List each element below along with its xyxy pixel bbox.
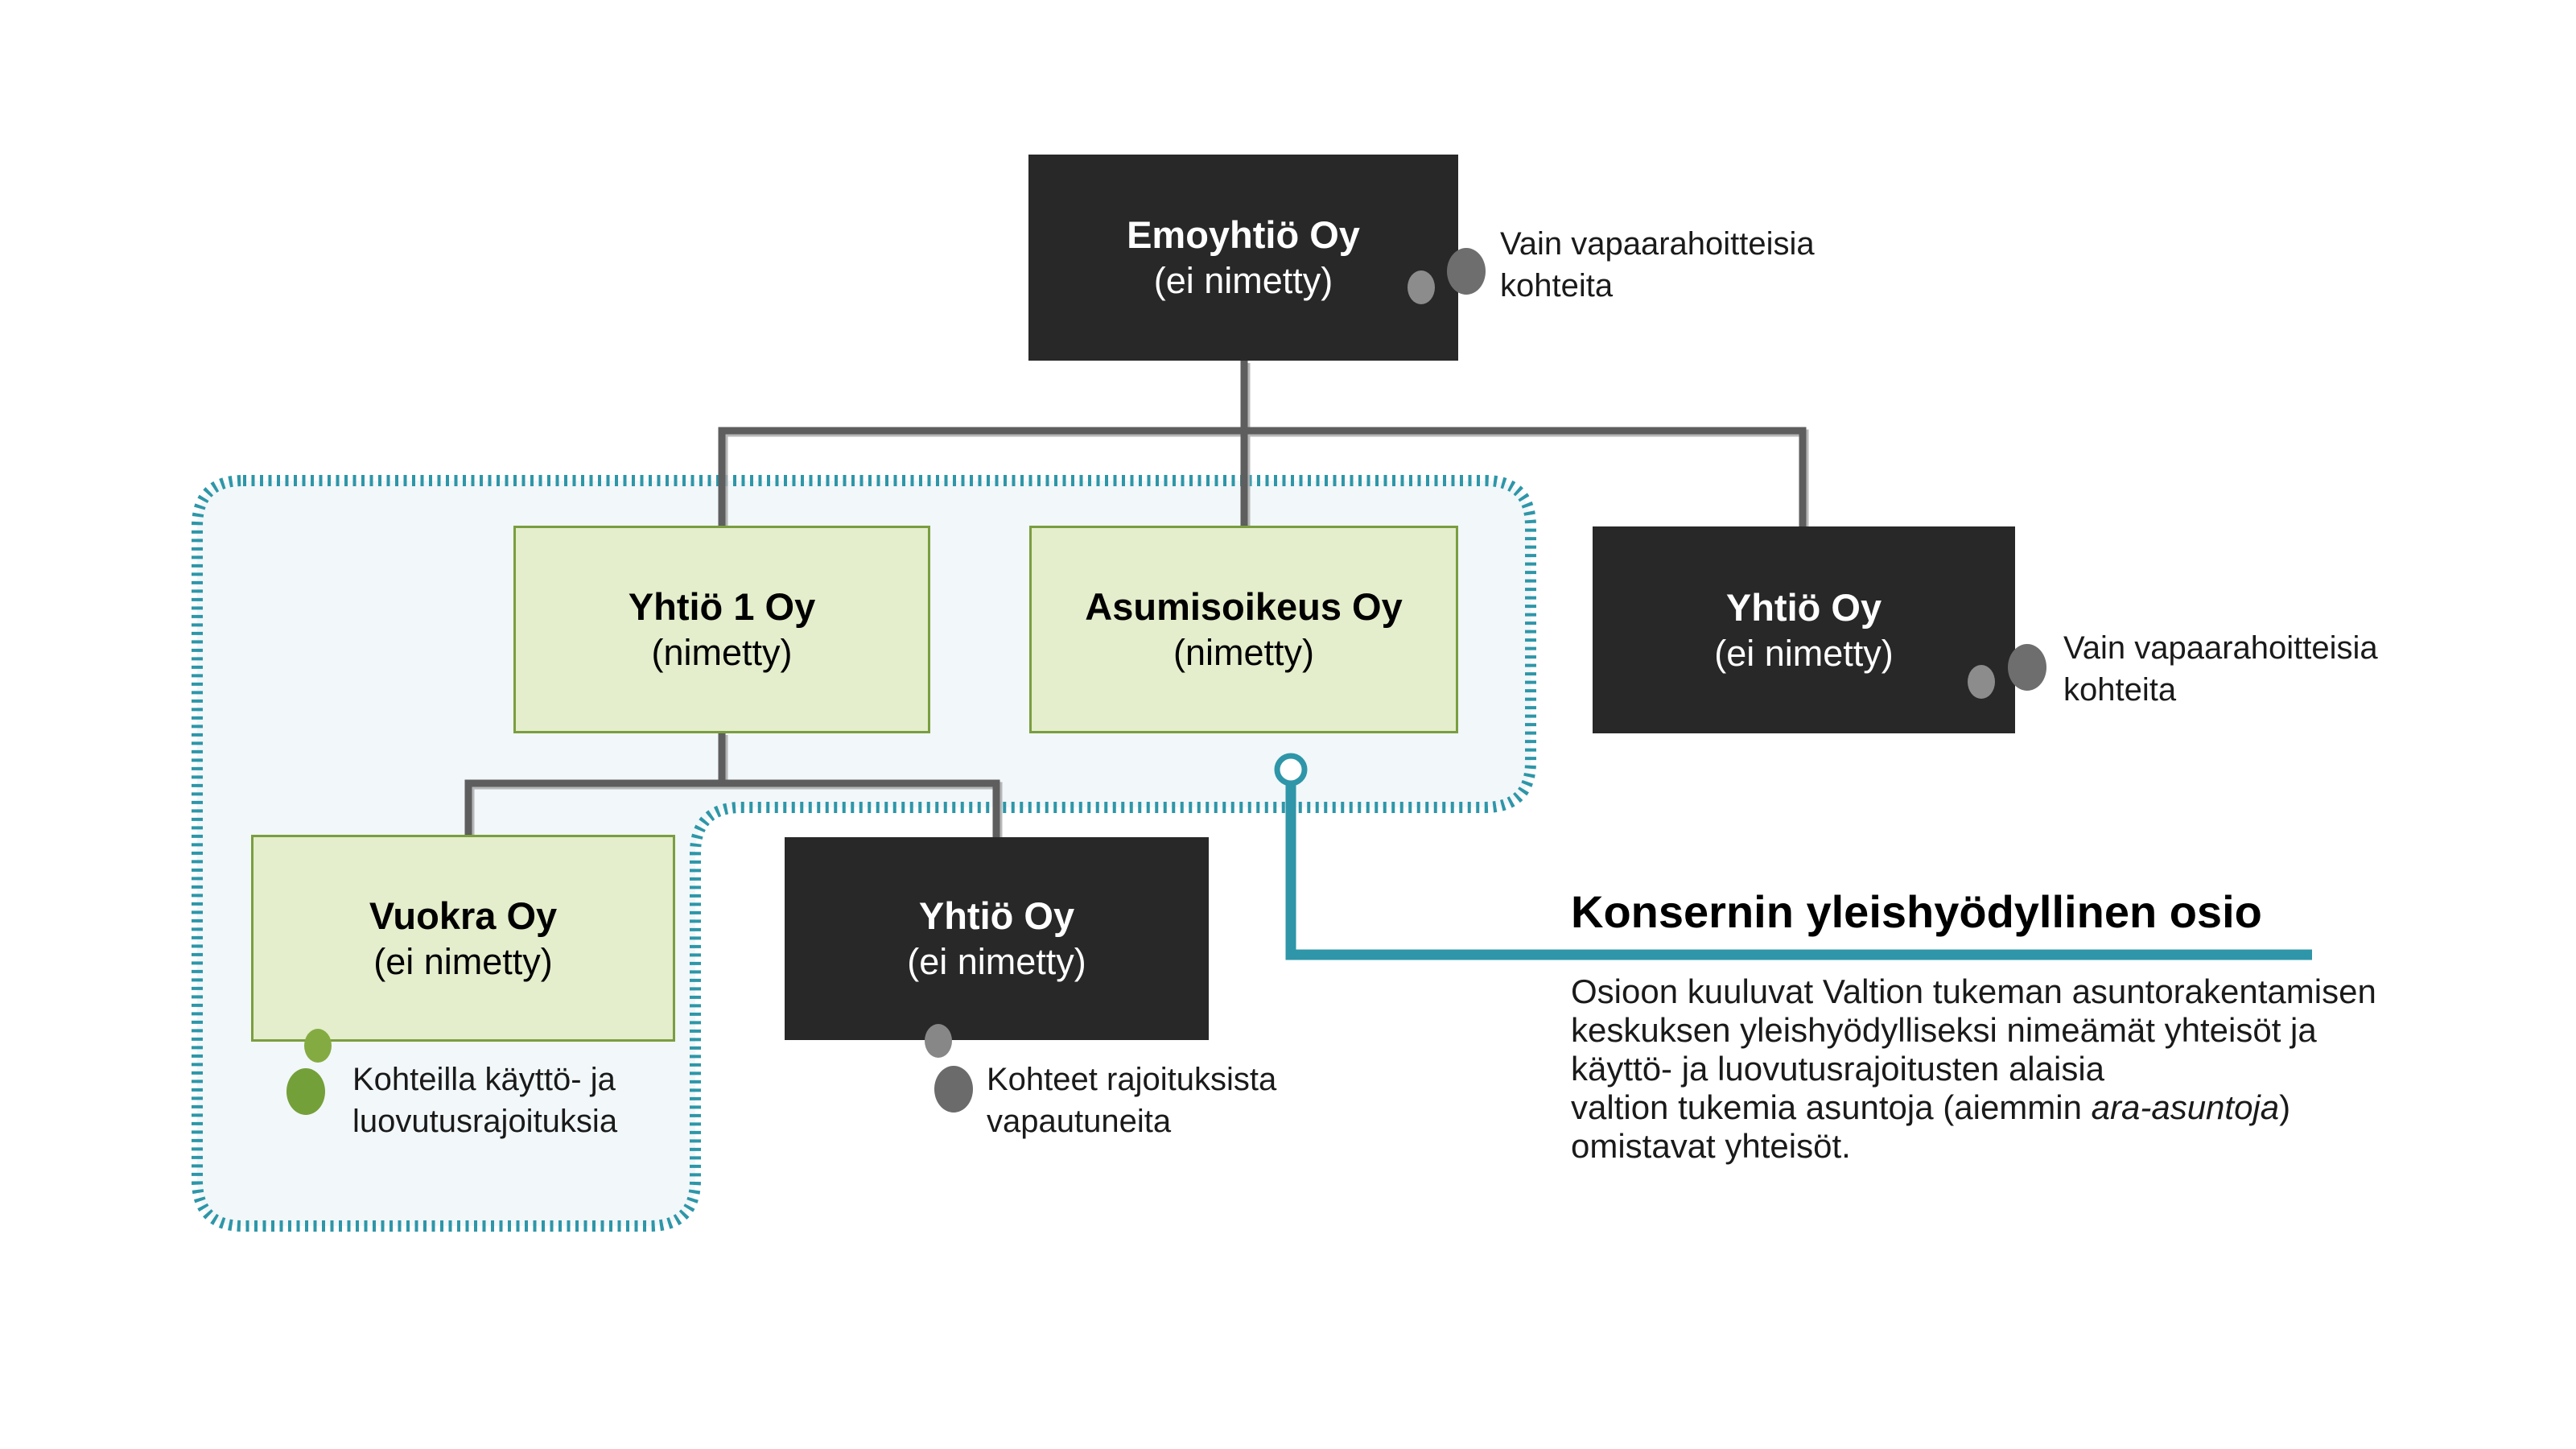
note-released: Kohteet rajoituksista vapautuneita: [987, 1059, 1276, 1142]
vuokra-note-small-dot-icon: [304, 1029, 332, 1063]
section-pointer-line: [1285, 782, 2312, 960]
box-subtitle: (nimetty): [1173, 632, 1314, 673]
paragraph-line-segment: valtion tukemia asuntoja (aiemmin: [1571, 1088, 2092, 1126]
right-note-large-dot-icon: [2008, 644, 2046, 691]
box-subtitle: (ei nimetty): [907, 941, 1086, 982]
box-title: Vuokra Oy: [369, 894, 558, 937]
parent-note-large-dot-icon: [1447, 248, 1486, 295]
released-note-small-dot-icon: [925, 1024, 952, 1058]
box-company1: Yhtiö 1 Oy (nimetty): [513, 526, 930, 733]
note-line: Vain vapaarahoitteisia: [1500, 226, 1815, 262]
note-line: Vain vapaarahoitteisia: [2063, 630, 2378, 666]
note-line: kohteita: [2063, 672, 2177, 708]
box-asumisoikeus: Asumisoikeus Oy (nimetty): [1029, 526, 1458, 733]
released-note-large-dot-icon: [934, 1066, 973, 1113]
box-subtitle: (ei nimetty): [373, 940, 553, 982]
section-paragraph: Osioon kuuluvat Valtion tukeman asuntora…: [1571, 972, 2576, 1166]
note-line: luovutusrajoituksia: [352, 1104, 618, 1139]
note-right: Vain vapaarahoitteisia kohteita: [2063, 627, 2378, 711]
note-parent: Vain vapaarahoitteisia kohteita: [1500, 223, 1815, 307]
box-title: Asumisoikeus Oy: [1085, 585, 1403, 628]
box-company-bottom: Yhtiö Oy (ei nimetty): [785, 837, 1209, 1040]
box-subtitle: (ei nimetty): [1153, 260, 1333, 301]
paragraph-line: valtion tukemia asuntoja (aiemmin ara-as…: [1571, 1088, 2576, 1127]
note-line: vapautuneita: [987, 1104, 1172, 1139]
box-subtitle: (nimetty): [651, 632, 793, 673]
paragraph-line-segment: ): [2279, 1088, 2291, 1126]
paragraph-line: keskuksen yleishyödylliseksi nimeämät yh…: [1571, 1011, 2317, 1049]
note-line: Kohteilla käyttö- ja: [352, 1062, 616, 1097]
paragraph-line: käyttö- ja luovutusrajoitusten alaisia: [1571, 1050, 2105, 1088]
vuokra-note-large-dot-icon: [286, 1068, 325, 1115]
box-parent-company: Emoyhtiö Oy (ei nimetty): [1028, 155, 1458, 361]
parent-note-small-dot-icon: [1408, 270, 1435, 304]
box-title: Yhtiö Oy: [918, 894, 1075, 937]
box-title: Emoyhtiö Oy: [1127, 213, 1360, 256]
paragraph-line: omistavat yhteisöt.: [1571, 1127, 1851, 1165]
note-vuokra: Kohteilla käyttö- ja luovutusrajoituksia: [352, 1059, 617, 1142]
section-heading: Konsernin yleishyödyllinen osio: [1571, 886, 2262, 937]
box-title: Yhtiö 1 Oy: [628, 585, 816, 628]
box-title: Yhtiö Oy: [1725, 585, 1882, 629]
box-company-right: Yhtiö Oy (ei nimetty): [1593, 526, 2015, 733]
connector-lines: [464, 361, 1807, 837]
box-vuokra: Vuokra Oy (ei nimetty): [251, 835, 675, 1042]
note-line: kohteita: [1500, 268, 1614, 303]
box-subtitle: (ei nimetty): [1714, 632, 1894, 674]
section-connector-circle-icon: [1274, 753, 1308, 786]
paragraph-line-italic-segment: ara-asuntoja: [2091, 1088, 2280, 1126]
right-note-small-dot-icon: [1968, 665, 1995, 699]
paragraph-line: Osioon kuuluvat Valtion tukeman asuntora…: [1571, 972, 2376, 1010]
note-line: Kohteet rajoituksista: [987, 1062, 1277, 1097]
